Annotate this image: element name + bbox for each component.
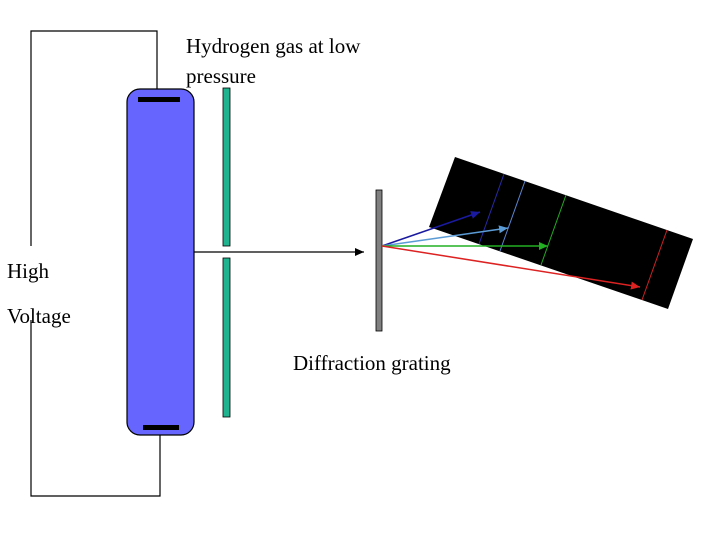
circuit-wire-top [30,30,158,246]
discharge-tube [126,88,195,436]
ray-blue [381,225,509,247]
gas-label-line1: Hydrogen gas at low [186,34,361,58]
gas-label-line2: pressure [186,64,256,88]
diffraction-grating-label: Diffraction grating [293,351,451,375]
gas-label: Hydrogen gas at low pressure [186,31,360,91]
high-voltage-label-line1: High [7,259,49,283]
slit-plate-top [222,87,231,247]
ray-red [381,245,641,290]
circuit-wire-bottom [30,320,161,497]
high-voltage-label-line2: Voltage [7,304,71,328]
ray-violet [381,211,481,247]
slit-plate-bottom [222,257,231,418]
spectral-line-blue [499,180,526,252]
diffraction-grating [375,189,383,332]
spectral-line-violet [478,173,505,245]
spectral-line-green [540,194,567,266]
spectral-line-red [641,229,668,301]
electrode-bottom [143,425,179,430]
spectrum-screen [429,157,693,309]
electrode-top [138,97,180,102]
